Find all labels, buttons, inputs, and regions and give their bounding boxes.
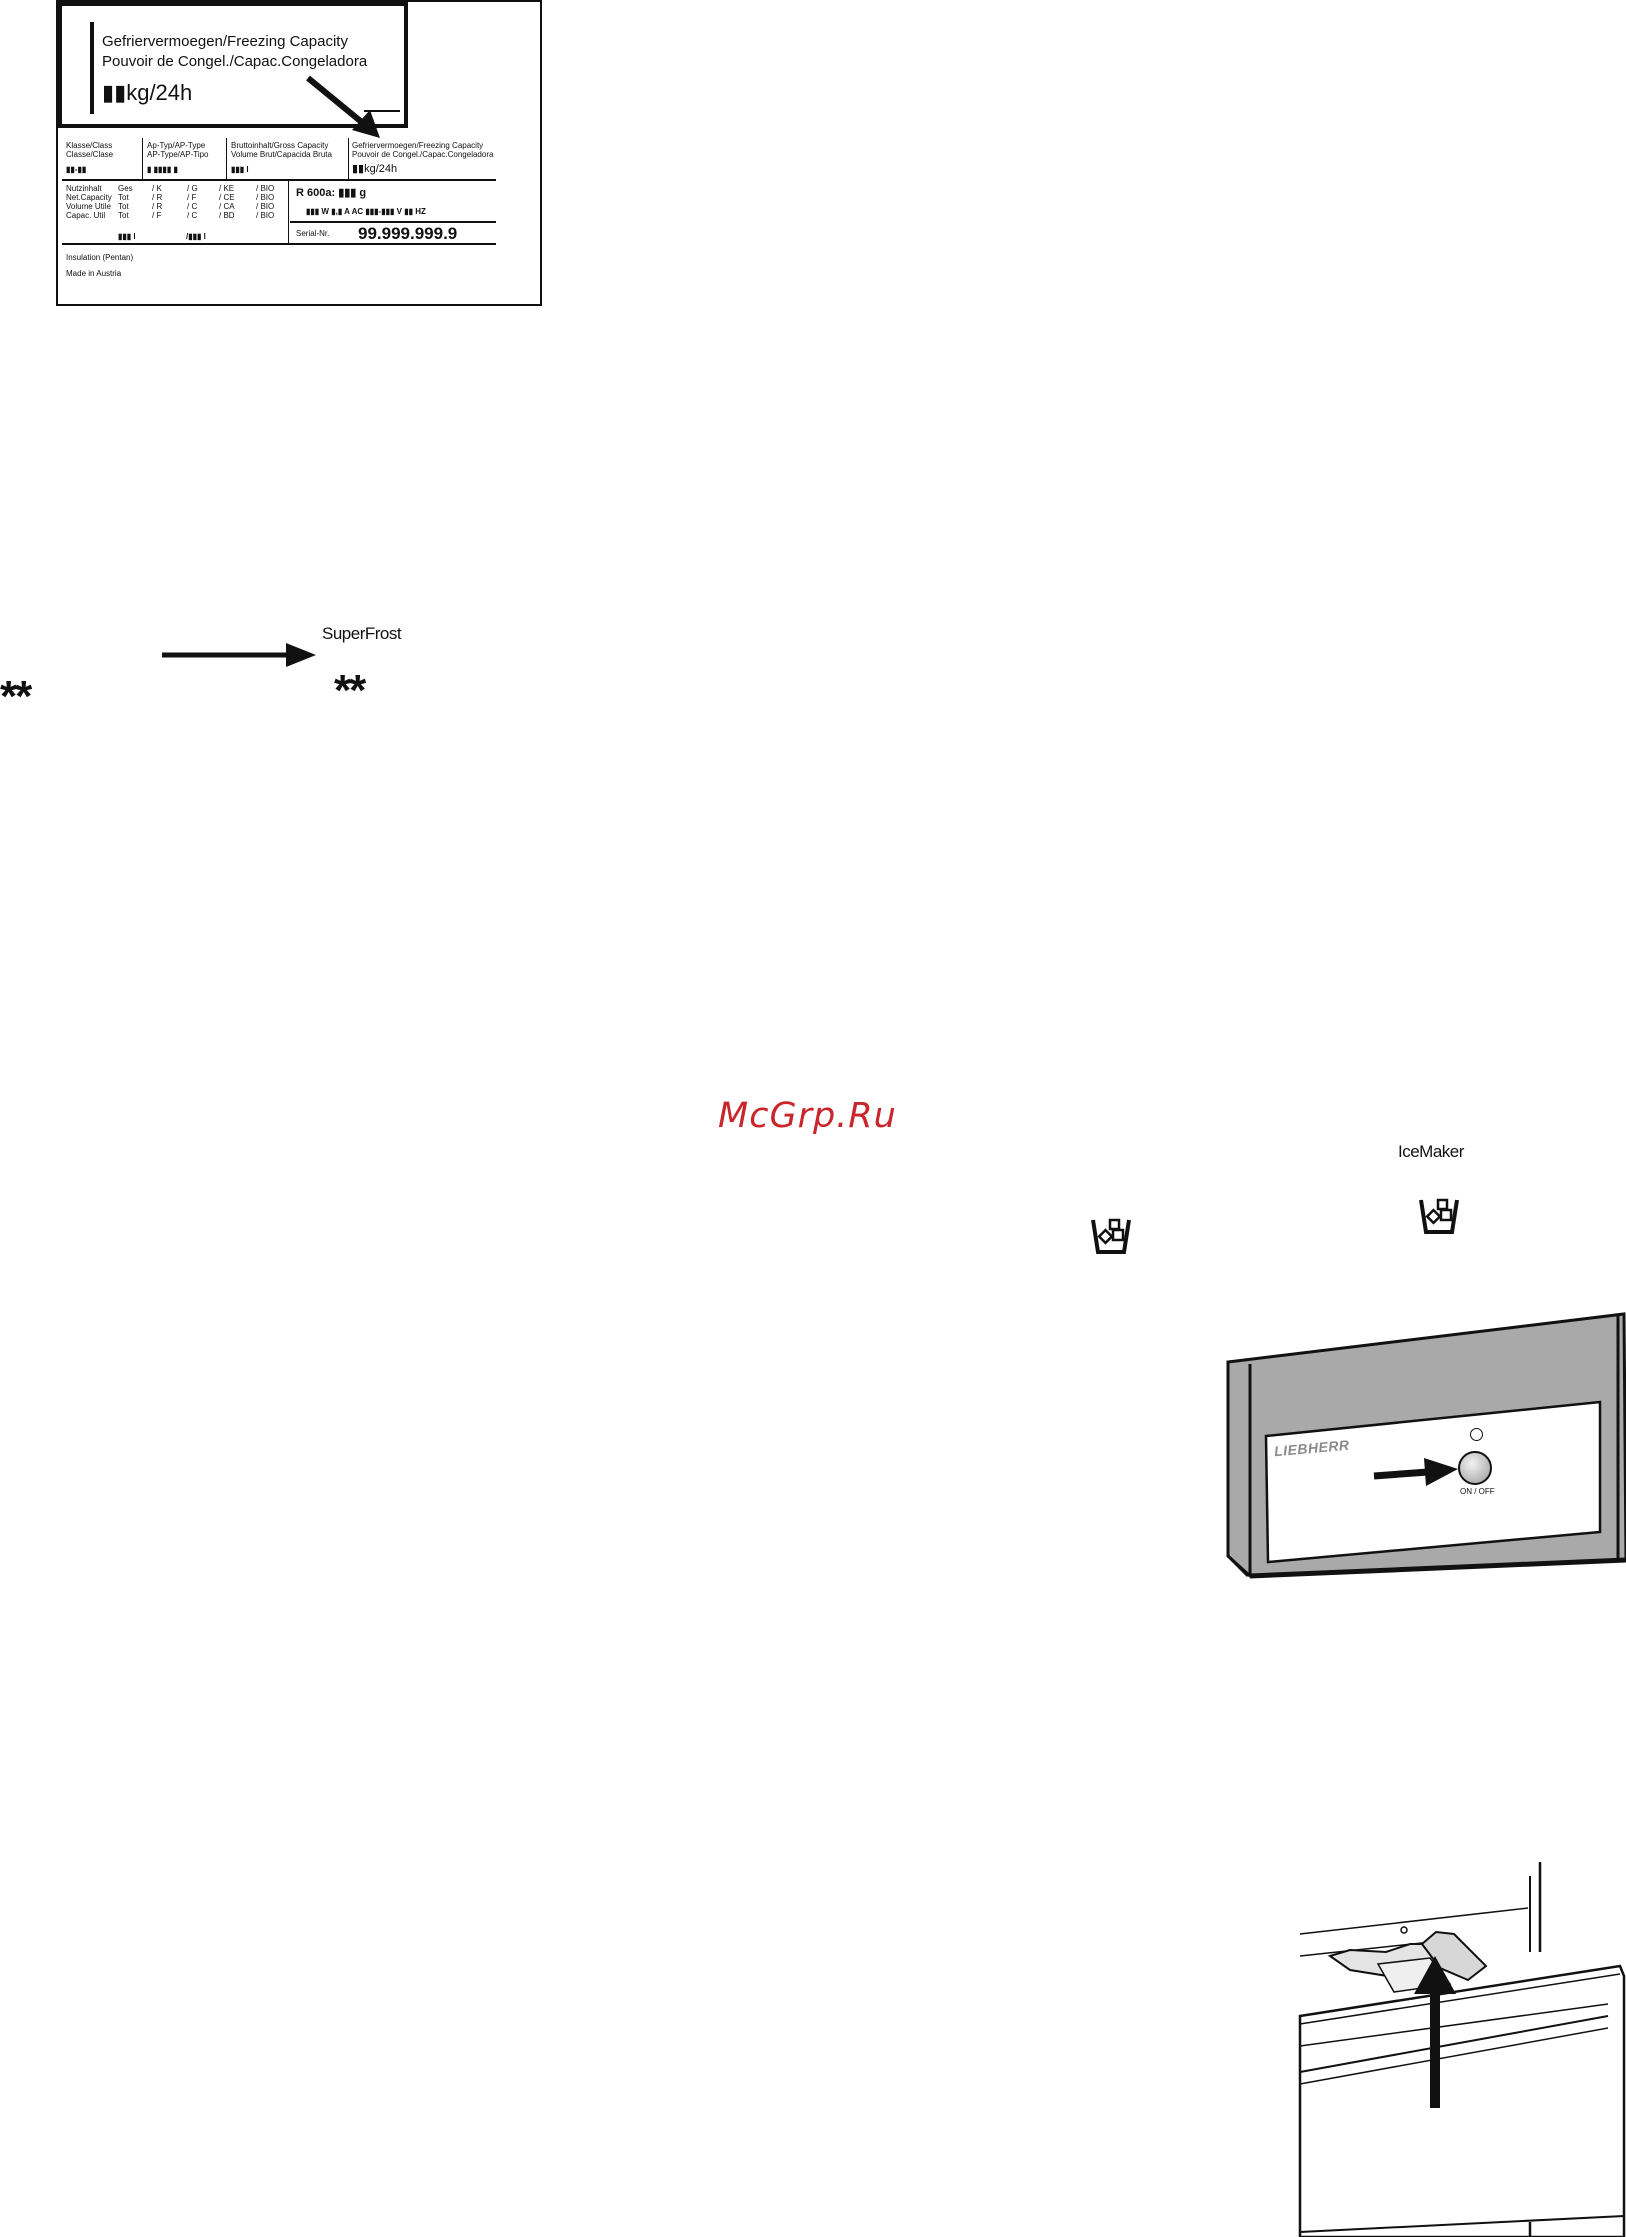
net-cell: / F <box>187 193 197 202</box>
icemaker-icon <box>1419 1198 1459 1234</box>
serial-number: 99.999.999.9 <box>358 224 458 243</box>
refrigerant: R 600a: ▮▮▮ g <box>296 187 367 199</box>
col-divider-3 <box>348 138 349 180</box>
net-cell: / R <box>152 202 163 211</box>
net-cell: / BIO <box>256 193 275 202</box>
col3-label-2: Volume Brut/Capacida Bruta <box>231 150 332 159</box>
watermark: McGrp.Ru <box>718 1096 897 1136</box>
net-cell: / BD <box>219 211 235 220</box>
superfrost-label: SuperFrost <box>322 624 402 643</box>
net-label: Volume Utile <box>66 202 111 211</box>
icemaker-label: IceMaker <box>1398 1142 1464 1161</box>
net-labels: Nutzinhalt Net.Capacity Volume Utile Cap… <box>66 184 112 220</box>
ice-tray-drawing <box>1298 1862 1626 2237</box>
freezer-stars-right: ** <box>334 666 366 715</box>
net-cell: / F <box>152 211 162 220</box>
net-divider <box>288 180 289 244</box>
net-unit: Tot <box>118 193 129 202</box>
header-underline <box>364 110 400 112</box>
net-label: Capac. Util <box>66 211 106 220</box>
net-cell: / BIO <box>256 202 275 211</box>
serial-divider <box>290 221 496 223</box>
net-cell: / C <box>187 202 198 211</box>
freezer-stars-left: ** <box>0 672 32 721</box>
net-cell: / R <box>152 193 163 202</box>
net-cell: / K <box>152 184 162 193</box>
col3-label-1: Bruttoinhalt/Gross Capacity <box>231 141 329 150</box>
net-label: Nutzinhalt <box>66 184 102 193</box>
net-total-2: /▮▮▮ l <box>186 232 206 241</box>
net-col-b: / G / F / C / C <box>187 184 198 220</box>
net-units: Ges Tot Tot Tot <box>118 184 133 220</box>
net-cell: / BIO <box>256 184 275 193</box>
col3-value: ▮▮▮ l <box>231 165 249 174</box>
net-cell: / CA <box>219 202 235 211</box>
row-divider <box>62 179 496 181</box>
header-arrow-icon <box>306 75 380 138</box>
icemaker-icon <box>1091 1218 1131 1254</box>
rating-plate-header: Gefriervermoegen/Freezing Capacity Pouvo… <box>58 2 408 128</box>
col1-value: ▮▮-▮▮ <box>66 165 87 174</box>
bottom-divider <box>62 243 496 245</box>
net-unit: Tot <box>118 202 129 211</box>
header-line-1: Gefriervermoegen/Freezing Capacity <box>102 33 348 50</box>
insulation-text: Insulation (Pentan) <box>66 253 134 262</box>
col4-label-1: Gefriervermoegen/Freezing Capacity <box>352 141 484 150</box>
net-col-d: / BIO / BIO / BIO / BIO <box>256 184 274 220</box>
net-col-c: / KE / CE / CA / BD <box>219 184 235 220</box>
serial-label: Serial-Nr. <box>296 229 330 238</box>
net-cell: / KE <box>219 184 235 193</box>
net-cell: / CE <box>219 193 235 202</box>
col2-label-2: AP-Type/AP-Tipo <box>147 150 209 159</box>
superfrost-arrow-icon <box>162 643 316 667</box>
header-line-2: Pouvoir de Congel./Capac.Congeladora <box>102 53 368 70</box>
on-off-button[interactable] <box>1458 1451 1492 1485</box>
rating-plate <box>56 0 542 306</box>
status-led-indicator <box>1470 1428 1483 1441</box>
col1-label-2: Classe/Clase <box>66 150 114 159</box>
net-total-1: ▮▮▮ l <box>118 232 136 241</box>
col4-label-2: Pouvoir de Congel./Capac.Congeladora <box>352 150 494 159</box>
net-cell: / BIO <box>256 211 275 220</box>
header-capacity: ▮▮kg/24h <box>102 80 193 105</box>
net-col-a: / K / R / R / F <box>152 184 162 220</box>
col2-value: ▮ ▮▮▮▮ ▮ <box>147 165 178 174</box>
net-unit: Ges <box>118 184 133 193</box>
col4-value: ▮▮kg/24h <box>352 163 398 175</box>
net-cell: / C <box>187 211 198 220</box>
made-in-text: Made in Austria <box>66 269 122 278</box>
press-arrow-icon <box>1373 1458 1458 1486</box>
net-unit: Tot <box>118 211 129 220</box>
net-label: Net.Capacity <box>66 193 112 202</box>
col-divider-1 <box>142 138 143 180</box>
col-divider-2 <box>226 138 227 180</box>
col2-label-1: Ap-Typ/AP-Type <box>147 141 206 150</box>
net-cell: / G <box>187 184 198 193</box>
col1-label-1: Klasse/Class <box>66 141 113 150</box>
on-off-label: ON / OFF <box>1460 1487 1495 1496</box>
electrical-spec: ▮▮▮ W ▮,▮ A AC ▮▮▮-▮▮▮ V ▮▮ HZ <box>306 207 426 216</box>
